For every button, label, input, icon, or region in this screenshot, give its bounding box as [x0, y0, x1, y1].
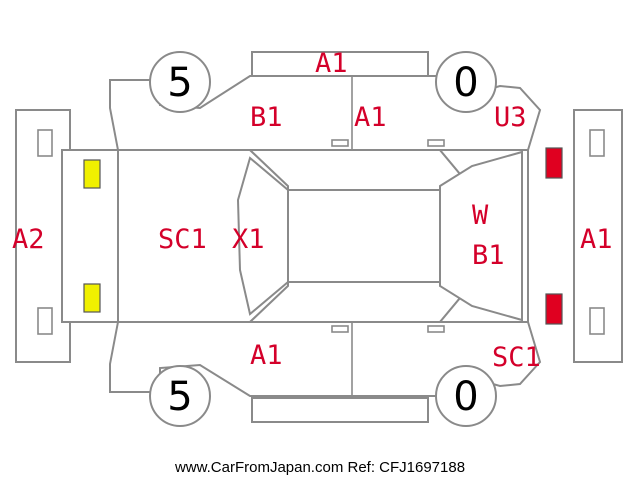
- wheel-front-bottom: [149, 365, 211, 427]
- wheel-rear-top: [435, 51, 497, 113]
- wheel-front-top: [149, 51, 211, 113]
- tread-depth-front-right: 5: [167, 374, 192, 420]
- damage-label-right-rear-door: SC1: [492, 342, 541, 373]
- front-light-top-marker: [83, 159, 101, 189]
- damage-label-hood: SC1: [158, 224, 207, 255]
- damage-label-right-rear-quarter: U3: [494, 102, 527, 133]
- damage-label-top-bumper: A1: [315, 48, 348, 79]
- bottom-side-strip: [251, 397, 429, 423]
- damage-label-right-front-door: A1: [250, 340, 283, 371]
- footer-reference: www.CarFromJapan.com Ref: CFJ1697188: [174, 459, 465, 476]
- damage-label-left-bumper: A2: [12, 224, 45, 255]
- rear-window: [439, 150, 523, 322]
- damage-label-rear-window-b: B1: [472, 240, 505, 271]
- tread-depth-rear-right: 0: [453, 374, 478, 420]
- damage-label-left-front-door: B1: [250, 102, 283, 133]
- top-side-strip: [251, 51, 429, 77]
- front-light-bottom-marker: [83, 283, 101, 313]
- damage-label-rear-window-w: W: [472, 200, 489, 231]
- front-bumper: [15, 109, 71, 363]
- rear-light-bottom-marker: [545, 293, 563, 325]
- tread-depth-rear-left: 0: [453, 60, 478, 106]
- rear-bumper: [573, 109, 623, 363]
- damage-label-windshield: X1: [232, 224, 265, 255]
- roof-panel: [287, 189, 441, 283]
- tread-depth-front-left: 5: [167, 60, 192, 106]
- rear-light-top-marker: [545, 147, 563, 179]
- damage-label-left-rear-door: A1: [354, 102, 387, 133]
- wheel-rear-bottom: [435, 365, 497, 427]
- damage-label-right-bumper: A1: [580, 224, 613, 255]
